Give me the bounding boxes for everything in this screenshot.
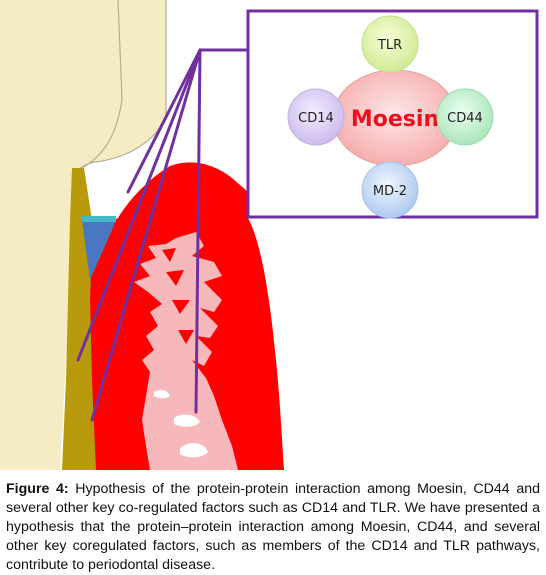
md2-node: MD-2 [361,161,419,219]
tlr-label: TLR [377,38,402,53]
moesin-label: Moesin [351,107,439,132]
figure-caption: Figure 4: Hypothesis of the protein-prot… [6,480,540,575]
papillae [162,248,194,344]
md2-label: MD-2 [373,184,407,199]
cd44-node: CD44 [436,88,494,146]
cd44-label: CD44 [447,111,483,126]
tlr-node: TLR [361,15,419,73]
vessels [154,389,208,458]
caption-text: Hypothesis of the protein-protein intera… [6,481,540,573]
pointer-lines [76,48,248,422]
connective-tissue [134,232,238,470]
periodontal-diagram: Moesin TLR CD14 CD44 MD-2 [0,0,539,470]
cd14-node: CD14 [287,88,345,146]
calculus-icon [82,216,116,280]
caption-label: Figure 4: [6,481,69,497]
cd14-label: CD14 [298,111,334,126]
